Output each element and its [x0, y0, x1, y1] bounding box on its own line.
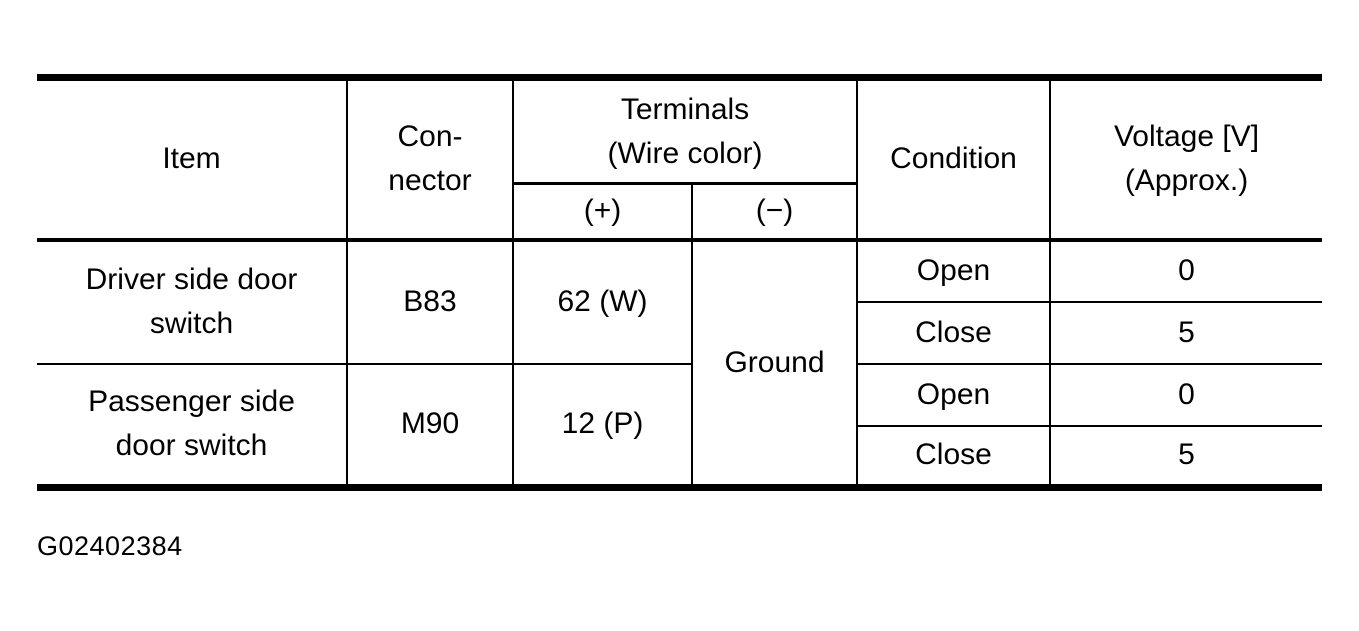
table-row: Driver side door switch B83 62 (W) Groun… — [37, 238, 1322, 489]
table-row: Close 5 — [37, 300, 1322, 365]
door-switch-voltage-table: Item Con- nector Terminals (Wire color) … — [37, 74, 1322, 491]
cell-condition-1: Open — [856, 238, 1051, 303]
header-terminals: Terminals (Wire color) — [512, 76, 858, 185]
header-terminal-minus: (−) — [691, 182, 858, 242]
table-row: Close 5 — [37, 424, 1322, 489]
cell-condition-2: Close — [856, 300, 1051, 365]
cell-voltage-2: 5 — [1049, 300, 1322, 365]
header-condition: Condition — [856, 76, 1051, 242]
header-connector: Con- nector — [346, 76, 514, 242]
header-terminal-plus: (+) — [512, 182, 693, 242]
cell-terminal-minus-ground: Ground — [691, 238, 858, 489]
cell-terminal-plus-passenger: 12 (P) — [512, 362, 693, 489]
header-voltage: Voltage [V] (Approx.) — [1049, 76, 1322, 242]
cell-connector-driver: B83 — [346, 238, 514, 365]
header-item: Item — [37, 76, 348, 242]
cell-voltage-3: 0 — [1049, 362, 1322, 427]
voltage-table-wrapper: Item Con- nector Terminals (Wire color) … — [37, 74, 1322, 491]
cell-connector-passenger: M90 — [346, 362, 514, 489]
cell-item-driver: Driver side door switch — [37, 238, 348, 365]
cell-terminal-plus-driver: 62 (W) — [512, 238, 693, 365]
cell-condition-3: Open — [856, 362, 1051, 427]
table-row: Passenger side door switch M90 12 (P) Op… — [37, 362, 1322, 489]
figure-id-label: G02402384 — [37, 531, 183, 561]
header-row-main: Item Con- nector Terminals (Wire color) … — [37, 76, 1322, 242]
cell-voltage-1: 0 — [1049, 238, 1322, 303]
cell-condition-4: Close — [856, 424, 1051, 489]
header-row-terminal-polarity: (+) (−) — [37, 182, 1322, 242]
cell-item-passenger: Passenger side door switch — [37, 362, 348, 489]
cell-voltage-4: 5 — [1049, 424, 1322, 489]
